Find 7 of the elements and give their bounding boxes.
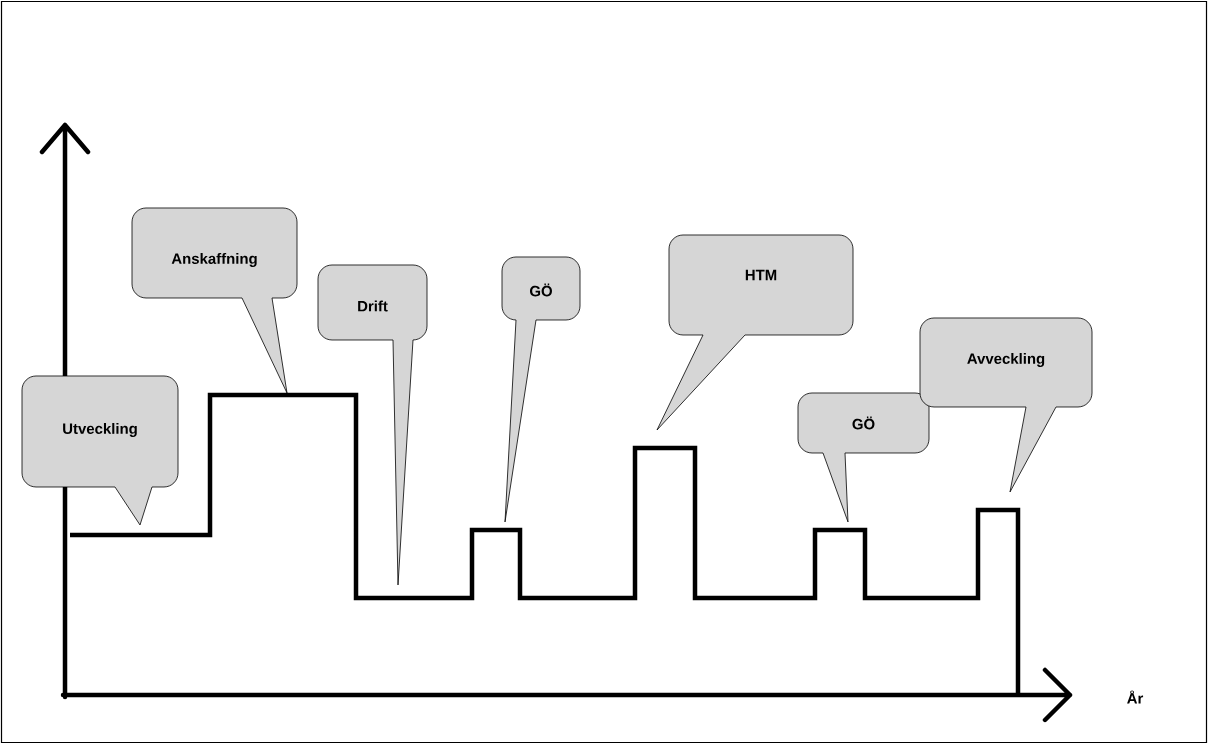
speech-bubble: Drift: [317, 264, 428, 586]
speech-bubble: GÖ: [501, 256, 581, 523]
speech-bubble: Utveckling: [21, 375, 179, 526]
speech-bubble: Anskaffning: [131, 207, 298, 394]
speech-bubble: GÖ: [797, 392, 930, 523]
speech-bubble: Avveckling: [919, 317, 1093, 493]
axis-label: År: [1127, 690, 1144, 704]
